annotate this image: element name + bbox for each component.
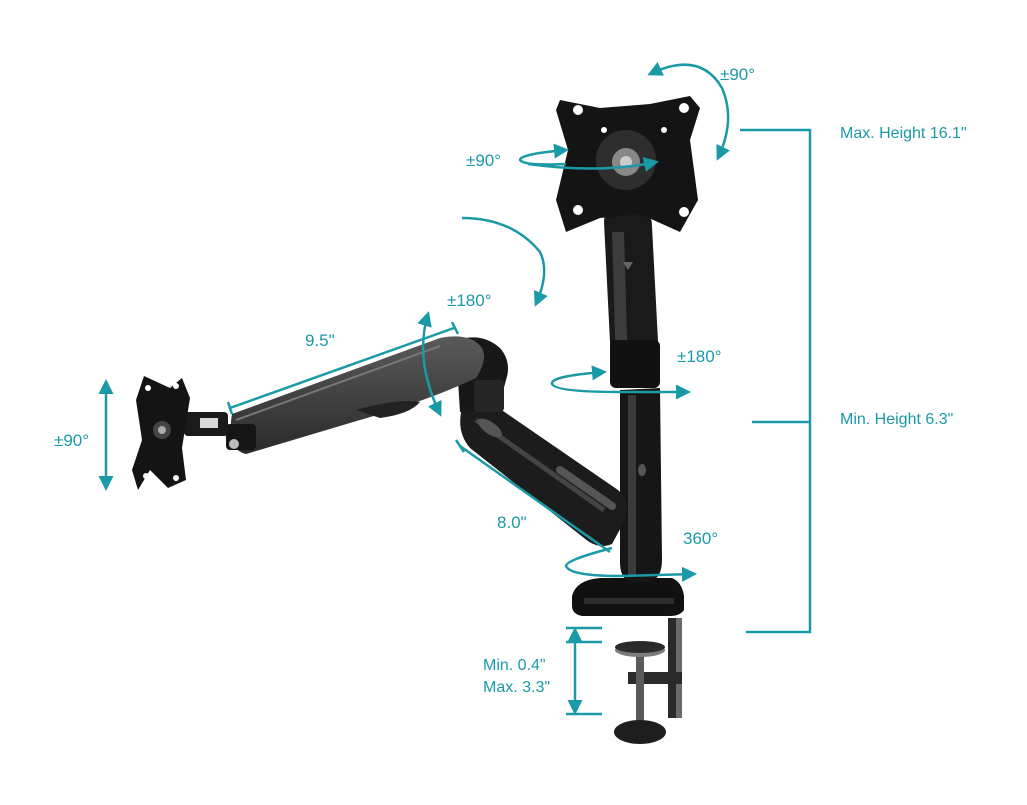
pole-swivel-ring	[550, 365, 691, 400]
upper-swivel-arc	[461, 216, 548, 307]
clamp-max-label: Max. 3.3"	[483, 679, 551, 696]
desk-clamp	[614, 618, 682, 744]
pole	[620, 388, 662, 582]
annotations	[98, 62, 812, 716]
left-tilt-head	[132, 376, 228, 490]
clamp-screw	[636, 652, 644, 722]
upper-swivel-label: ±180°	[447, 291, 492, 310]
top-vesa-plate	[556, 96, 700, 232]
max-height-label: Max. Height 16.1"	[840, 125, 967, 142]
lower-arm-dim-line	[459, 444, 611, 554]
clamp-base	[572, 578, 684, 616]
clamp-knob	[614, 720, 666, 744]
forearm-dim-line	[229, 326, 455, 410]
clamp-min-label: Min. 0.4"	[483, 657, 546, 674]
top-rotation-label: ±90°	[720, 65, 756, 84]
base-rotation-label: 360°	[683, 529, 719, 548]
elbow-swivel-arc	[417, 311, 442, 417]
forearm-length-label: 9.5"	[305, 331, 335, 350]
top-rotation-arc	[647, 62, 730, 161]
height-bracket	[740, 128, 812, 634]
plate-tilt-label: ±90°	[466, 151, 502, 170]
elbow-swivel-label: ±180°	[677, 347, 722, 366]
base-rotation-ring	[564, 546, 697, 582]
left-tilt-label: ±90°	[54, 431, 90, 450]
lower-arm	[460, 400, 627, 546]
plate-tilt-ring	[518, 143, 569, 166]
lower-arm-length-label: 8.0"	[497, 513, 527, 532]
min-height-label: Min. Height 6.3"	[840, 411, 954, 428]
upper-vertical-arm	[604, 208, 660, 388]
